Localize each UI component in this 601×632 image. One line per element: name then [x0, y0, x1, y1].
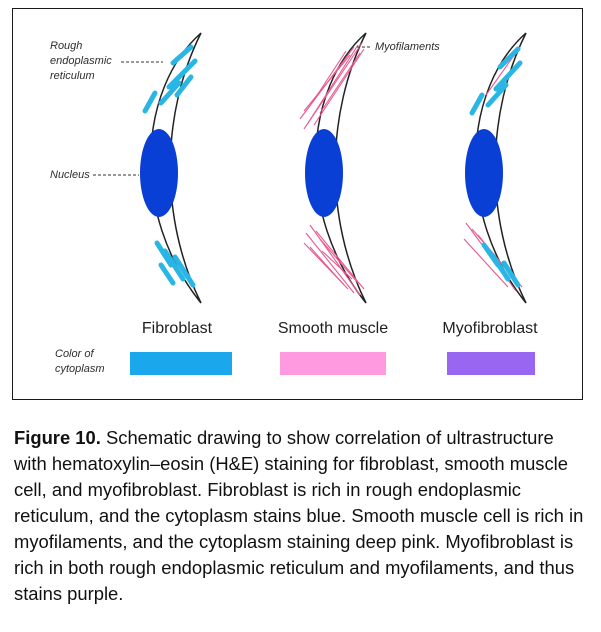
- swatch-myofibroblast: [447, 352, 535, 375]
- color-of-cytoplasm-annotation: Color of cytoplasm: [55, 348, 105, 375]
- fibroblast-rough-er: [142, 44, 198, 288]
- rer-annotation: Rough endoplasmic reticulum: [50, 40, 163, 82]
- svg-text:Nucleus: Nucleus: [50, 169, 90, 181]
- cell-label-fibroblast: Fibroblast: [142, 320, 213, 337]
- myofilaments-annotation: Myofilaments: [357, 41, 440, 53]
- swatch-smooth-muscle: [280, 352, 386, 375]
- smooth-muscle-cell: [299, 32, 367, 304]
- figure-panel: Rough endoplasmic reticulum Nucleus Myof…: [12, 8, 583, 400]
- myofibroblast-rough-er: [469, 46, 523, 288]
- cell-label-smooth-muscle: Smooth muscle: [278, 320, 388, 337]
- svg-text:Color of: Color of: [55, 348, 94, 360]
- svg-text:endoplasmic: endoplasmic: [50, 55, 112, 67]
- smooth-muscle-nucleus: [305, 129, 343, 217]
- swatch-fibroblast: [130, 352, 232, 375]
- svg-text:reticulum: reticulum: [50, 70, 95, 82]
- myofibroblast-cell: [463, 32, 527, 304]
- svg-text:cytoplasm: cytoplasm: [55, 363, 105, 375]
- fibroblast-nucleus: [140, 129, 178, 217]
- cell-label-myofibroblast: Myofibroblast: [442, 320, 538, 337]
- figure-caption: Figure 10. Schematic drawing to show cor…: [14, 425, 589, 607]
- caption-text: Schematic drawing to show correlation of…: [14, 427, 584, 604]
- svg-text:Myofilaments: Myofilaments: [375, 41, 440, 53]
- nucleus-annotation: Nucleus: [50, 169, 139, 181]
- figure-label: Figure 10.: [14, 427, 101, 448]
- svg-text:Rough: Rough: [50, 40, 82, 52]
- schematic-diagram: Rough endoplasmic reticulum Nucleus Myof…: [50, 32, 538, 375]
- fibroblast-cell: [140, 32, 202, 304]
- myofibroblast-nucleus: [465, 129, 503, 217]
- smooth-muscle-myofilaments: [299, 42, 365, 296]
